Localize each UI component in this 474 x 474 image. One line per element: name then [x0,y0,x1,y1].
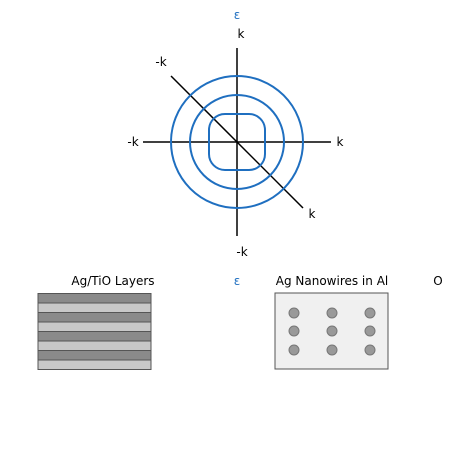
layer-3 [37,312,152,323]
layer-4 [37,321,152,332]
dispersion-diagram: ε k -k -k k -k k [127,8,343,259]
nanowire [364,344,376,356]
nanowire [288,307,300,319]
inner-contour [208,113,266,171]
nanowire-panel: Ag Nanowires in Al O [274,274,443,370]
k-right-label: k [337,135,344,149]
middle-contour [189,94,285,190]
layer-5 [37,331,152,342]
multilayer-title: Ag/TiO Layers [71,274,154,288]
layer-6 [37,340,152,351]
nanowire [288,325,300,337]
multilayer-panel: Ag/TiO Layers [37,274,155,370]
layer-8 [37,359,152,370]
nanowire [364,325,376,337]
epsilon-label-top: ε [234,8,241,22]
layer-stack [37,293,152,370]
nanowire [288,344,300,356]
nanowire [364,307,376,319]
k-diagonal-label: k [309,207,316,221]
diagonal-k-axis [170,75,304,209]
layer-1 [37,293,152,304]
nanowire [326,325,338,337]
trailing-o-label: O [433,274,442,288]
nanowire-title: Ag Nanowires in Al [276,274,388,288]
nanowire [326,344,338,356]
nanowire [326,307,338,319]
epsilon-label-middle: ε [234,274,241,288]
outer-contour [170,75,304,209]
neg-k-left-label: -k [127,135,138,149]
neg-k-diagonal-label: -k [155,55,166,69]
k-top-label: k [238,27,245,41]
layer-2 [37,302,152,313]
neg-k-bottom-label: -k [236,245,247,259]
layer-7 [37,350,152,361]
nanowire-grid [288,307,376,356]
